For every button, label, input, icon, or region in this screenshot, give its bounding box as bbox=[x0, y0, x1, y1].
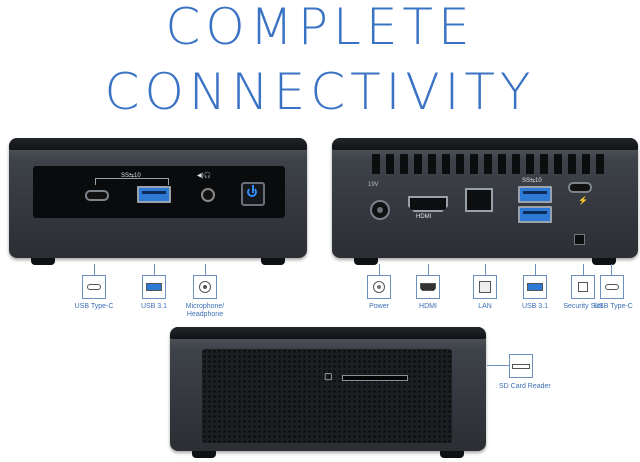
rear-dc-in-port bbox=[370, 200, 390, 220]
rear-usb-logo: SS⇆10 bbox=[522, 178, 542, 184]
callout-hdmi: HDMI bbox=[398, 264, 458, 311]
callout-usb-type-c-front: USB Type-C bbox=[64, 264, 124, 311]
usb-c-icon bbox=[87, 284, 101, 290]
sd-card-logo-icon: ▢ bbox=[324, 371, 333, 381]
side-view-device: ▢ bbox=[170, 327, 488, 459]
power-button-icon bbox=[241, 182, 265, 206]
callout-usb-type-c-rear: USB Type-C bbox=[590, 264, 640, 311]
ethernet-icon bbox=[479, 281, 491, 293]
callout-usb-3-1-front: USB 3.1 bbox=[124, 264, 184, 311]
callout-power: Power bbox=[349, 264, 409, 311]
callout-usb-3-1-rear: USB 3.1 bbox=[505, 264, 565, 311]
front-view-device: SS⇆10 ◀)🎧 bbox=[9, 138, 309, 266]
rear-usb3-port-top bbox=[518, 186, 552, 203]
rear-view-device: 19V HDMI SS⇆10 ⚡ bbox=[332, 138, 640, 266]
rear-security-slot bbox=[574, 234, 585, 245]
front-usb-c-port bbox=[85, 190, 109, 201]
front-audio-symbol: ◀)🎧 bbox=[197, 173, 212, 179]
hdmi-icon bbox=[420, 283, 436, 291]
usb-a-icon bbox=[146, 283, 162, 291]
callout-security-slot: Security Slot bbox=[553, 264, 613, 311]
side-vent-mesh bbox=[202, 349, 452, 443]
front-usb-logo: SS⇆10 bbox=[121, 173, 141, 179]
power-rating-label: 19V bbox=[368, 182, 379, 188]
audio-jack-icon bbox=[199, 281, 211, 293]
thunderbolt-symbol: ⚡ bbox=[578, 196, 588, 205]
rear-usb-c-port bbox=[568, 182, 592, 193]
callout-lan: LAN bbox=[455, 264, 515, 311]
rear-usb3-port-bottom bbox=[518, 206, 552, 223]
dc-power-icon bbox=[373, 281, 385, 293]
sd-card-icon bbox=[512, 364, 530, 369]
headline-line-2: CONNECTIVITY bbox=[104, 63, 536, 121]
headline-line-1: COMPLETE bbox=[165, 0, 475, 56]
front-io-panel: SS⇆10 ◀)🎧 bbox=[33, 166, 285, 218]
usb-a-icon bbox=[527, 283, 543, 291]
front-audio-jack bbox=[201, 188, 215, 202]
rear-hdmi-port bbox=[408, 196, 448, 212]
hdmi-mark: HDMI bbox=[416, 214, 432, 220]
callout-microphone-headphone: Microphone/ Headphone bbox=[175, 264, 235, 319]
rear-lan-port bbox=[465, 188, 493, 212]
lock-icon bbox=[578, 282, 588, 292]
sd-card-slot bbox=[342, 375, 408, 381]
front-usb3-port bbox=[137, 186, 171, 203]
usb-c-icon bbox=[605, 284, 619, 290]
